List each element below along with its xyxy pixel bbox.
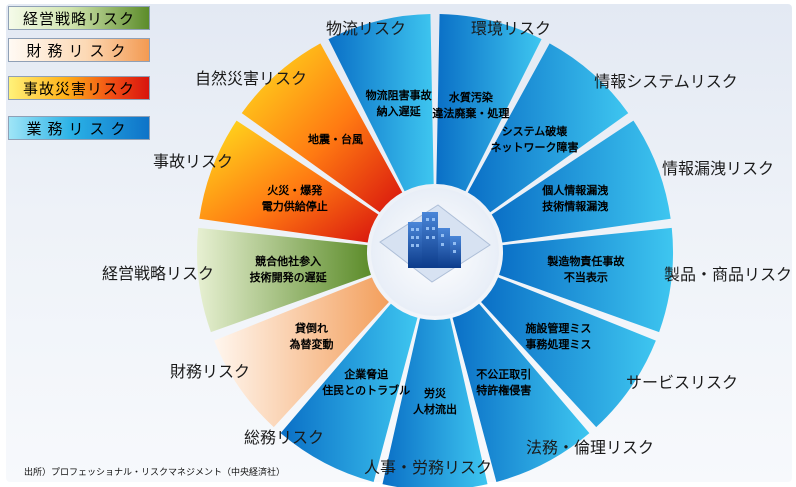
sector-example-label: 施設管理ミス事務処理ミス <box>525 322 592 352</box>
risk-category-label: 情報システムリスク <box>594 72 738 91</box>
risk-sector <box>436 14 542 192</box>
legend-strategy: 経営戦略リスク <box>8 6 150 30</box>
risk-category-label: 製品・商品リスク <box>663 265 793 284</box>
risk-sector <box>382 318 488 487</box>
risk-category-label: 物流リスク <box>325 19 407 38</box>
risk-sector <box>241 43 403 213</box>
sector-example-label: 個人情報漏洩技術情報漏洩 <box>542 183 609 213</box>
building-icon <box>379 204 491 283</box>
sector-example-label: 労災人材流出 <box>413 387 457 416</box>
sector-example-label: 競合他社参入技術開発の遅延 <box>249 254 327 284</box>
sector-example-label: 水質汚染違法廃棄・処理 <box>432 91 510 121</box>
risk-category-label: 情報漏洩リスク <box>661 159 775 178</box>
risk-category-label: 事故リスク <box>152 152 234 171</box>
sector-example-label: 製造物責任事故不当表示 <box>547 255 625 285</box>
sector-example-label: 企業脅迫住民とのトラブル <box>322 368 411 398</box>
risk-sector <box>452 303 590 482</box>
sector-example-label: 火災・爆発電力供給停止 <box>261 183 328 213</box>
risk-category-label: 総務リスク <box>243 428 325 447</box>
risk-sector <box>481 277 656 428</box>
risk-category-label: サービスリスク <box>625 373 739 392</box>
risk-category-label: 財務リスク <box>169 362 251 381</box>
risk-category-label: 経営戦略リスク <box>101 264 215 283</box>
risk-sector <box>214 277 389 428</box>
risk-sector <box>491 120 671 243</box>
sector-example-label: システム破壊ネットワーク障害 <box>490 124 579 154</box>
sector-example-label: 不公正取引特許権侵害 <box>476 368 532 398</box>
risk-category-label: 自然災害リスク <box>194 69 308 88</box>
source-note: 出所）プロフェッショナル・リスクマネジメント（中央経済社） <box>24 468 286 478</box>
risk-sector <box>197 227 371 333</box>
risk-sector <box>328 14 434 192</box>
sector-example-label: 地震・台風 <box>308 132 364 146</box>
sector-example-label: 貸倒れ為替変動 <box>289 322 334 352</box>
risk-category-label: 人事・労務リスク <box>363 458 493 477</box>
risk-sector <box>199 120 379 243</box>
risk-sector <box>467 43 629 213</box>
risk-category-label: 環境リスク <box>470 19 552 38</box>
legend-accident: 事故災害リスク <box>8 76 150 100</box>
legend-finance: 財務リスク <box>8 38 150 62</box>
risk-category-label: 法務・倫理リスク <box>525 438 655 457</box>
legend-business: 業務リスク <box>8 116 150 140</box>
risk-sector <box>499 227 674 333</box>
sector-example-label: 物流阻害事故納入遅延 <box>365 89 432 119</box>
risk-sector <box>280 303 418 482</box>
